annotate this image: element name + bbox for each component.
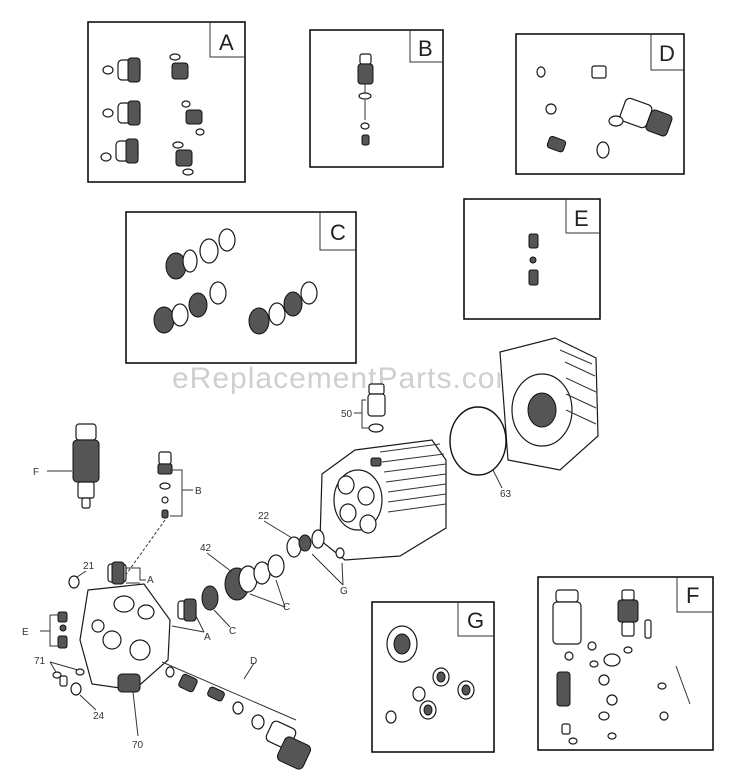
kit-box-d-label: D xyxy=(659,41,675,66)
unloader-f-icon xyxy=(72,423,100,509)
kit-box-a: A xyxy=(87,21,246,183)
kit-box-e-label: E xyxy=(574,206,589,231)
kit-box-f-label: F xyxy=(686,583,699,608)
valve-body-icon xyxy=(79,583,171,693)
unloader-d-icon xyxy=(165,666,312,770)
callout-b: B xyxy=(195,486,202,497)
callout-50: 50 xyxy=(341,409,353,420)
callout-g: G xyxy=(340,586,348,597)
fitting-50-icon xyxy=(367,383,386,433)
pump-crankcase-icon xyxy=(499,337,599,471)
piston-seal-kit-icon xyxy=(153,228,318,335)
kit-box-g: G xyxy=(371,601,495,753)
kit-box-f: F xyxy=(537,576,714,751)
callout-24: 24 xyxy=(93,711,105,722)
callout-70: 70 xyxy=(132,740,144,751)
unloader-kit-icon xyxy=(552,589,691,745)
plug-71-icon xyxy=(52,668,85,687)
callout-d: D xyxy=(250,656,257,667)
callout-42: 42 xyxy=(200,543,212,554)
o-ring-63-icon xyxy=(449,406,507,476)
callout-c2: C xyxy=(283,602,290,613)
outlet-fitting-icon xyxy=(357,53,374,146)
watermark-text: eReplacementParts.com xyxy=(172,362,521,395)
kit-box-e: E xyxy=(463,198,601,320)
valve-assembly-icon xyxy=(100,57,141,164)
kit-box-c: C xyxy=(125,211,357,364)
kit-box-g-label: G xyxy=(467,608,484,633)
callout-a2: A xyxy=(204,632,211,643)
callout-a1: A xyxy=(147,575,154,586)
callout-21: 21 xyxy=(83,561,95,572)
callout-c1: C xyxy=(229,626,236,637)
callout-e: E xyxy=(22,627,29,638)
pump-manifold-icon xyxy=(319,439,447,561)
callout-71: 71 xyxy=(34,656,46,667)
kit-box-b-label: B xyxy=(418,36,433,61)
check-valve-icon xyxy=(528,233,539,286)
kit-box-c-label: C xyxy=(330,220,346,245)
unloader-valve-icon xyxy=(536,65,673,159)
valve-assembly-a1-icon xyxy=(107,561,127,585)
kit-box-a-label: A xyxy=(219,30,234,55)
callout-22: 22 xyxy=(258,511,270,522)
check-valve-e-icon xyxy=(57,611,68,649)
kit-box-d: D xyxy=(515,33,685,175)
callout-63: 63 xyxy=(500,489,512,500)
fitting-b-icon xyxy=(157,451,173,519)
valve-spring-icon xyxy=(169,53,205,176)
kit-box-b: B xyxy=(309,29,444,168)
oil-seal-kit-icon xyxy=(385,625,475,724)
seal-22-icon xyxy=(286,529,345,559)
seal-42-icon xyxy=(201,554,285,611)
callout-f: F xyxy=(33,467,39,478)
